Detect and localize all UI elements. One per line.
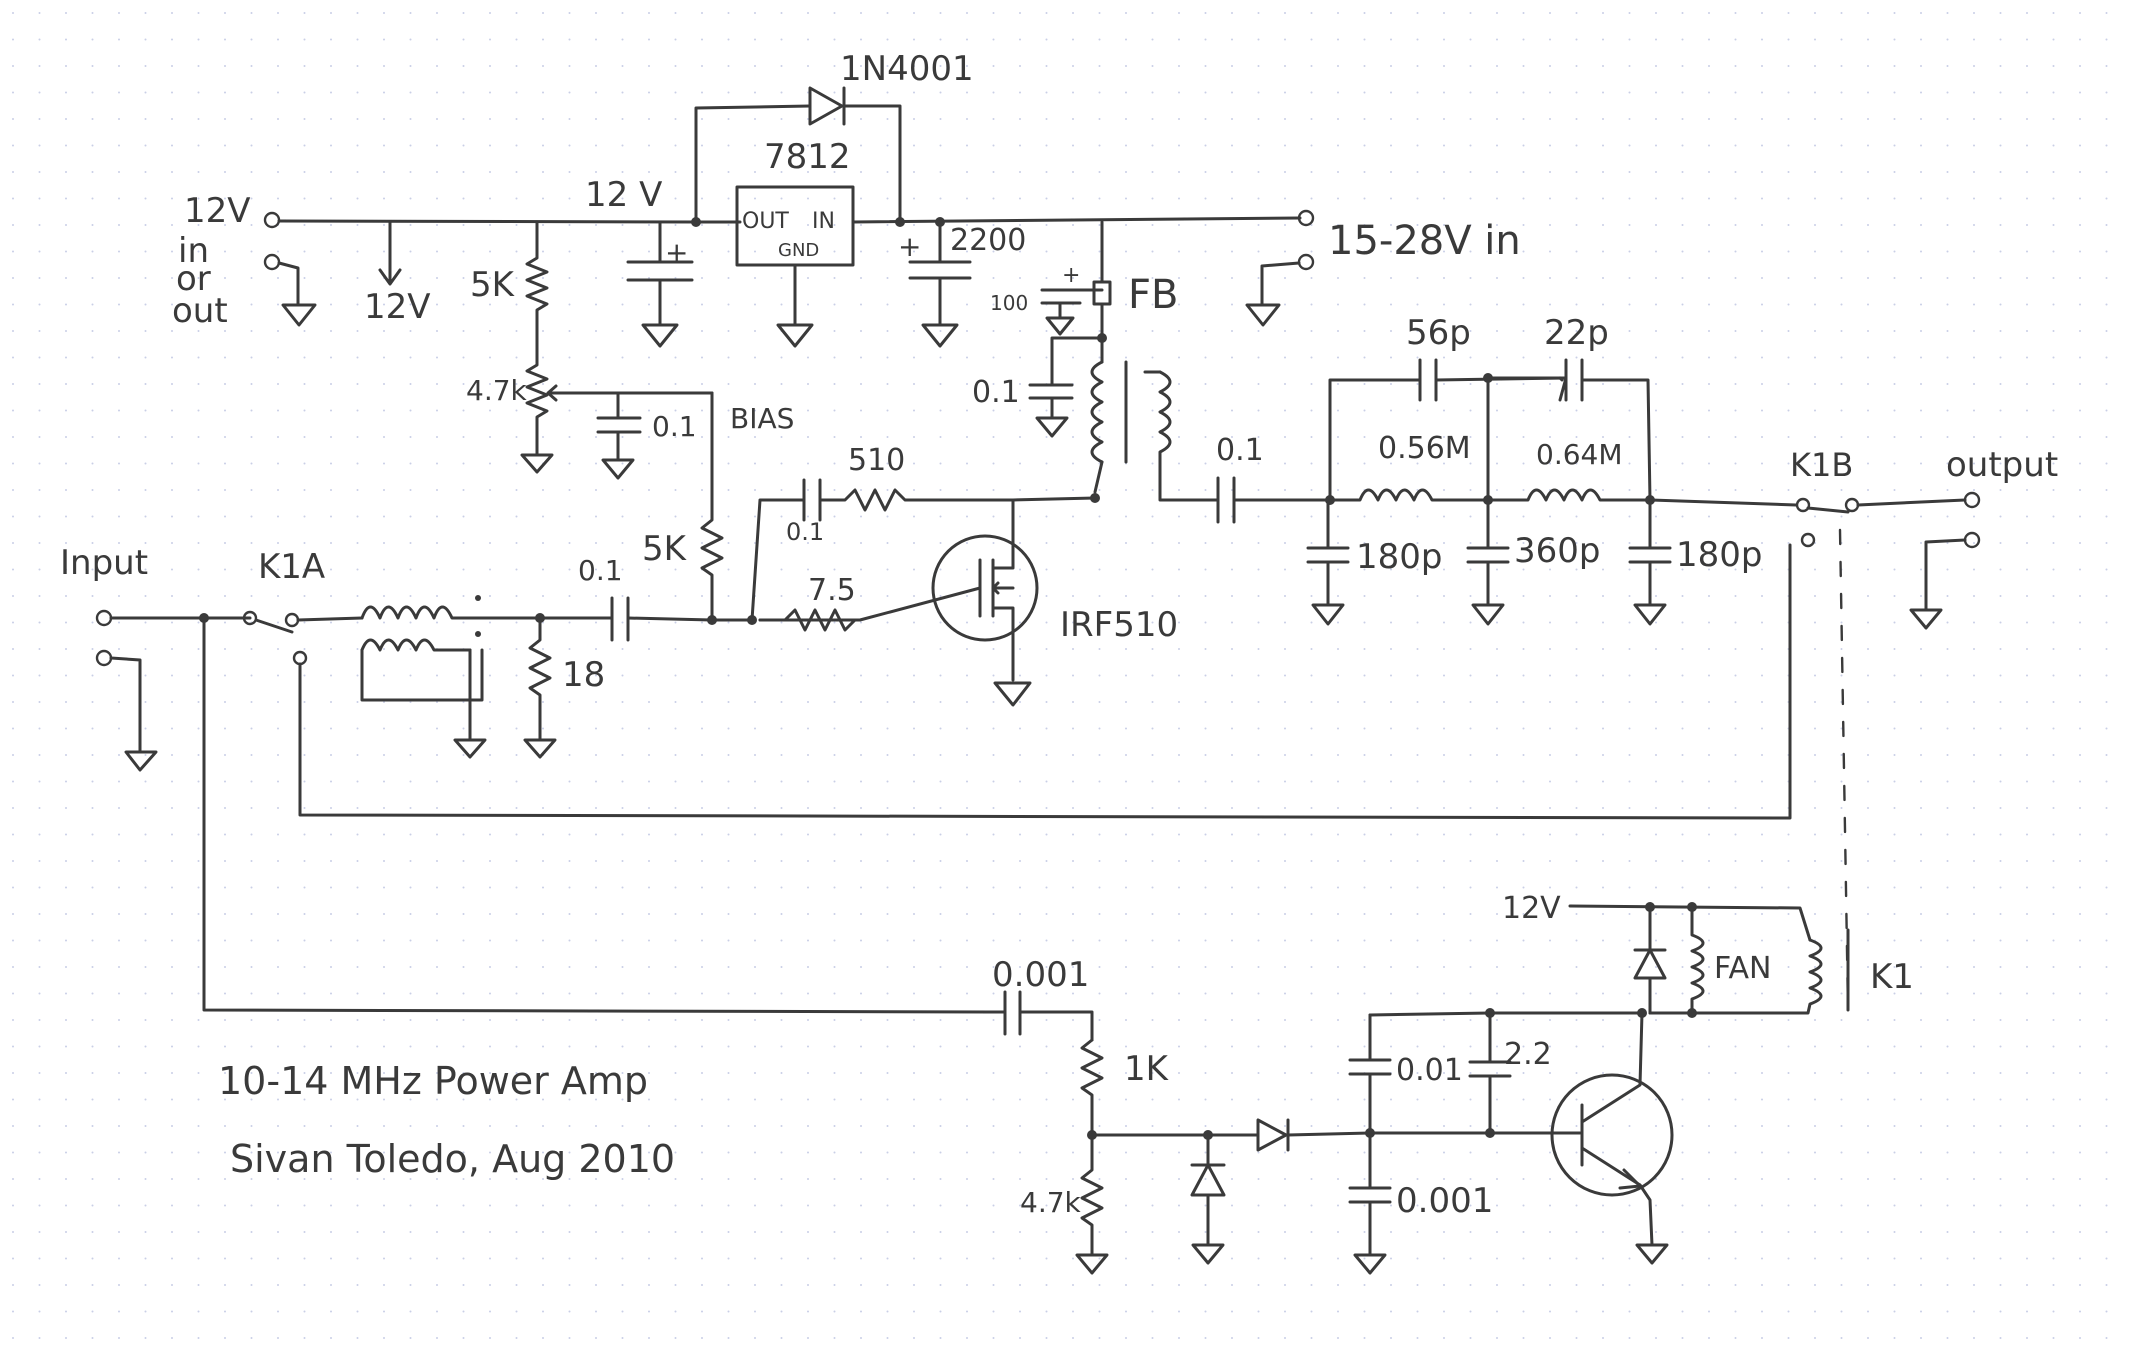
output-filter	[1306, 358, 1981, 1012]
label-out: out	[172, 291, 228, 331]
label-reg-out: OUT	[742, 209, 789, 234]
label-100: 100	[990, 291, 1028, 315]
label-plus-2: +	[898, 230, 921, 263]
label-2200: 2200	[950, 223, 1026, 258]
component-labels: 1N4001 7812 OUT IN GND 12 V 12V in or ou…	[60, 49, 2058, 1221]
label-4-7k-b: 4.7k	[1020, 1186, 1082, 1219]
label-12v-terminal: 12V	[184, 191, 251, 231]
title-line-1: 10-14 MHz Power Amp	[218, 1059, 648, 1103]
power-supply-section	[263, 86, 1315, 494]
label-k1: K1	[1870, 957, 1914, 997]
label-22p: 22p	[1544, 313, 1609, 353]
label-12v-fan: 12V	[1502, 891, 1561, 926]
label-0-001-bot: 0.001	[1396, 1181, 1493, 1221]
label-2-2: 2.2	[1504, 1037, 1552, 1072]
label-reg-gnd: GND	[778, 240, 819, 261]
label-0-64m: 0.64M	[1536, 438, 1623, 471]
label-0-1-bias: 0.1	[652, 410, 697, 443]
label-56p: 56p	[1406, 313, 1471, 353]
label-0-01: 0.01	[1396, 1053, 1463, 1088]
label-k1a: K1A	[258, 547, 325, 587]
label-360p: 360p	[1514, 531, 1600, 571]
label-1k: 1K	[1124, 1049, 1170, 1089]
label-plus-3: +	[1062, 263, 1080, 288]
label-plus-1: +	[665, 236, 688, 269]
label-output: output	[1946, 445, 2058, 485]
label-fb: FB	[1128, 272, 1178, 318]
label-5k-gate: 5K	[642, 529, 688, 569]
label-0-1-in: 0.1	[578, 554, 623, 587]
label-5k: 5K	[470, 265, 516, 305]
label-4-7k: 4.7k	[466, 374, 528, 407]
label-k1b: K1B	[1790, 446, 1853, 484]
label-7812: 7812	[764, 137, 851, 177]
label-fan: FAN	[1714, 951, 1771, 986]
label-12v-top: 12 V	[585, 175, 662, 215]
relay-driver	[988, 902, 1850, 1275]
label-0-001-top: 0.001	[992, 955, 1089, 995]
mosfet-stage	[700, 391, 1332, 707]
label-in: in	[178, 231, 209, 271]
label-irf510: IRF510	[1060, 605, 1178, 645]
label-12v-tap: 12V	[364, 287, 431, 327]
label-reg-in: IN	[812, 209, 835, 234]
input-section	[95, 543, 1792, 1014]
label-15-28v-in: 15-28V in	[1328, 218, 1521, 264]
label-1n4001: 1N4001	[840, 49, 974, 89]
label-or: or	[176, 259, 211, 299]
label-180p-a: 180p	[1356, 537, 1442, 577]
label-510: 510	[848, 443, 905, 478]
label-input: Input	[60, 543, 148, 583]
title-line-2: Sivan Toledo, Aug 2010	[230, 1137, 675, 1181]
label-180p-b: 180p	[1676, 535, 1762, 575]
label-0-1-gate: 0.1	[786, 518, 824, 546]
label-0-56m: 0.56M	[1378, 431, 1471, 466]
label-0-1-out: 0.1	[1216, 433, 1264, 468]
label-0-1-fb: 0.1	[972, 375, 1020, 410]
label-bias: BIAS	[730, 402, 794, 435]
label-18: 18	[562, 655, 605, 695]
label-7-5: 7.5	[808, 573, 856, 608]
